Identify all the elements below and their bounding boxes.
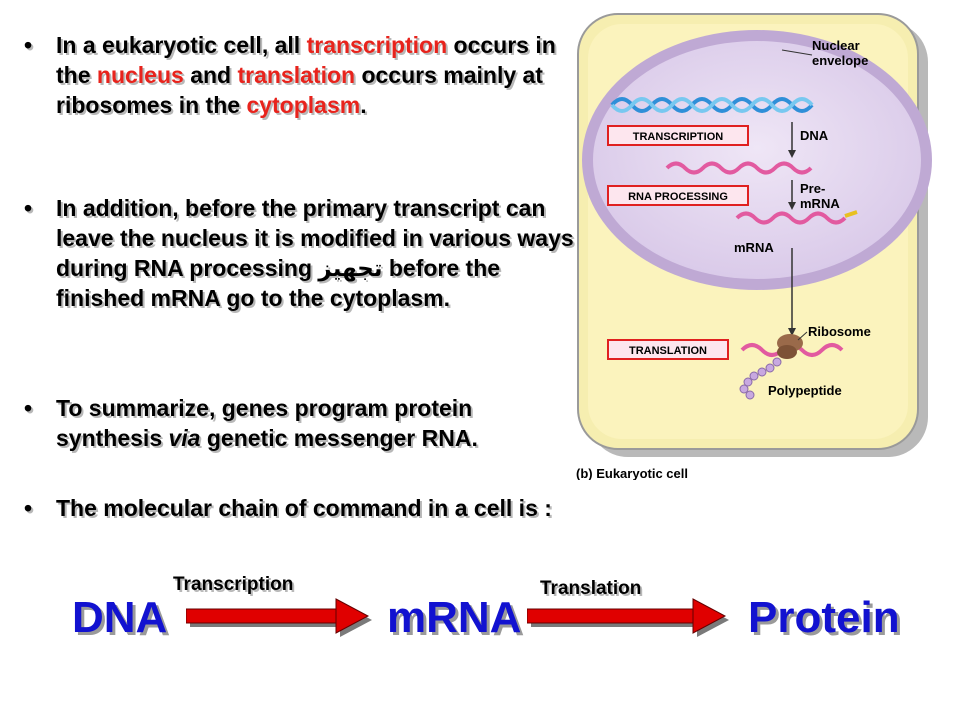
bullet-eukaryotic: • In a eukaryotic cell, all transcriptio… — [20, 30, 580, 120]
mrna-tail — [844, 210, 858, 218]
term-nucleus: nucleus — [96, 62, 184, 88]
bullet-chain-of-command: • The molecular chain of command in a ce… — [20, 493, 660, 523]
mrna-label: mRNA — [734, 240, 774, 255]
term-via: via — [168, 425, 201, 451]
bullet-dot: • — [23, 195, 33, 221]
transcription-box — [607, 125, 749, 146]
flow-protein: Protein — [748, 593, 900, 642]
flow-arrow-1 — [186, 598, 372, 637]
bullet-dot: • — [23, 32, 33, 58]
bullet-rna-processing: • In addition, before the primary transc… — [20, 193, 580, 313]
rna-processing-box — [607, 185, 749, 206]
pre-mrna-label-1: Pre- — [800, 181, 825, 196]
term-translation: translation — [237, 62, 356, 88]
translation-box — [607, 339, 729, 360]
pre-mrna-wave — [665, 161, 813, 175]
rna-processing-label: RNA PROCESSING — [628, 191, 728, 203]
term-transcription: transcription — [306, 32, 448, 58]
nuclear-envelope-label-2: envelope — [812, 53, 868, 68]
flow-dna: DNA — [72, 593, 168, 642]
ribosome-label: Ribosome — [808, 324, 871, 339]
transcription-label: TRANSCRIPTION — [633, 131, 724, 143]
bullet-text: In a eukaryotic cell, all transcription … — [56, 32, 556, 118]
flow-mrna: mRNA — [387, 593, 522, 642]
figure-caption: (b) Eukaryotic cell — [576, 466, 688, 480]
bullet-dot: • — [23, 495, 33, 521]
mrna-wave — [735, 211, 847, 225]
dna-strand-2 — [610, 97, 814, 113]
flow-arrow-2 — [527, 598, 729, 637]
nuclear-envelope-label-1: Nuclear — [812, 38, 860, 53]
term-cytoplasm: cytoplasm — [246, 92, 361, 118]
dna-label: DNA — [800, 128, 829, 143]
pre-mrna-label-2: mRNA — [800, 196, 840, 211]
polypeptide-chain — [739, 357, 782, 400]
eukaryotic-cell-figure: TRANSCRIPTION RNA PROCESSING TRANSLATION… — [576, 13, 932, 480]
bullet-summary: • To summarize, genes program protein sy… — [20, 393, 580, 453]
bullet-text: In addition, before the primary transcri… — [56, 195, 574, 311]
polypeptide-label: Polypeptide — [768, 383, 842, 398]
bullet-text: To summarize, genes program protein synt… — [56, 395, 478, 451]
bullet-text: The molecular chain of command in a cell… — [56, 495, 552, 521]
flow-label-translation: Translation — [540, 578, 642, 599]
flow-label-transcription: Transcription — [173, 574, 294, 595]
bullet-dot: • — [23, 395, 33, 421]
translation-label: TRANSLATION — [629, 345, 707, 357]
